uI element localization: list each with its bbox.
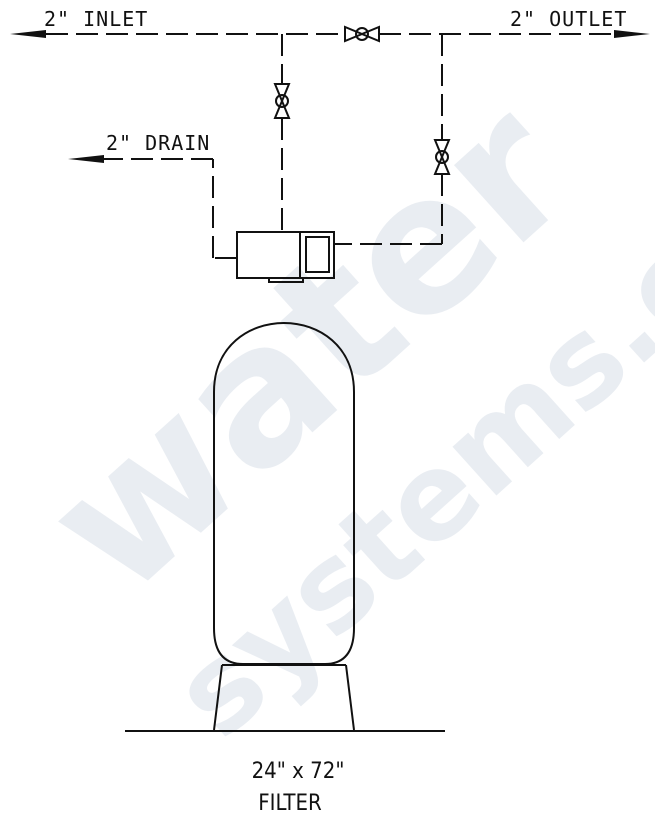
filter-tank bbox=[125, 322, 445, 732]
outlet-label: 2" OUTLET bbox=[510, 7, 627, 31]
drain-arrow-icon bbox=[68, 155, 104, 163]
inlet-valve-icon bbox=[273, 83, 291, 119]
watermark: water systems.com bbox=[5, 59, 655, 764]
control-valve-head bbox=[236, 231, 335, 283]
outlet-riser-pipe bbox=[334, 34, 451, 245]
main-header-pipe bbox=[10, 25, 650, 43]
bypass-valve-icon bbox=[344, 25, 380, 43]
inlet-drop-pipe bbox=[273, 34, 291, 232]
filter-label: FILTER bbox=[258, 791, 322, 816]
drain-pipe bbox=[68, 155, 237, 259]
tank-base bbox=[213, 664, 355, 731]
outlet-arrow-icon bbox=[614, 30, 650, 38]
controller-display bbox=[305, 236, 330, 273]
inlet-arrow-icon bbox=[10, 30, 46, 38]
inlet-label: 2" INLET bbox=[44, 7, 148, 31]
filter-size-label: 24" x 72" bbox=[252, 759, 345, 784]
tank-body bbox=[213, 322, 355, 665]
drain-label: 2" DRAIN bbox=[106, 131, 210, 155]
